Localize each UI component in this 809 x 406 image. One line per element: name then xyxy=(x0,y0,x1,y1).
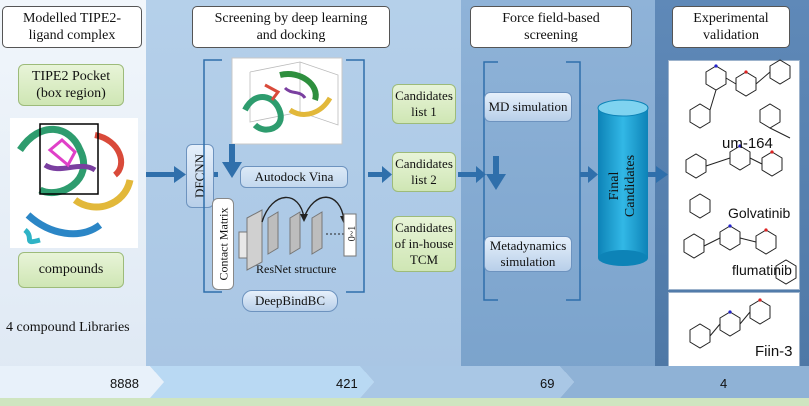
header-deep-learning-screening: Screening by deep learning and docking xyxy=(192,6,390,48)
autodock-vina-box: Autodock Vina xyxy=(240,166,348,188)
candidates-tcm: Candidates of in-house TCM xyxy=(392,216,456,272)
compound-libraries-label: 4 compound Libraries xyxy=(6,320,130,335)
count-force-field: 69 xyxy=(540,376,555,391)
metadynamics-box: Metadynamics simulation xyxy=(484,236,572,272)
header-experimental-validation: Experimental validation xyxy=(672,6,790,48)
count-deep-learning: 421 xyxy=(336,376,358,391)
candidates-list-2: Candidates list 2 xyxy=(392,152,456,192)
tipe2-pocket-label: TIPE2 Pocket (box region) xyxy=(18,64,124,106)
dfcnn-box: DFCNN xyxy=(186,144,214,208)
deepbindbc-box: DeepBindBC xyxy=(242,290,338,312)
resnet-label: ResNet structure xyxy=(256,262,337,276)
molecule-structures-card xyxy=(668,60,800,290)
count-libraries: 8888 xyxy=(110,376,139,391)
contact-matrix-box: Contact Matrix xyxy=(212,198,234,290)
md-simulation-box: MD simulation xyxy=(484,92,572,122)
header-modelled-complex: Modelled TIPE2- ligand complex xyxy=(2,6,142,48)
candidates-list-1: Candidates list 1 xyxy=(392,84,456,124)
molecule-golvatinib-label: Golvatinib xyxy=(728,205,791,221)
count-experimental: 4 xyxy=(720,376,728,391)
header-force-field-screening: Force field-based screening xyxy=(470,6,632,48)
molecule-flumatinib-label: flumatinib xyxy=(732,262,792,278)
compounds-label: compounds xyxy=(18,252,124,288)
molecule-fiin3-label: Fiin-3 xyxy=(755,343,793,360)
molecule-um164-label: um-164 xyxy=(722,135,773,152)
